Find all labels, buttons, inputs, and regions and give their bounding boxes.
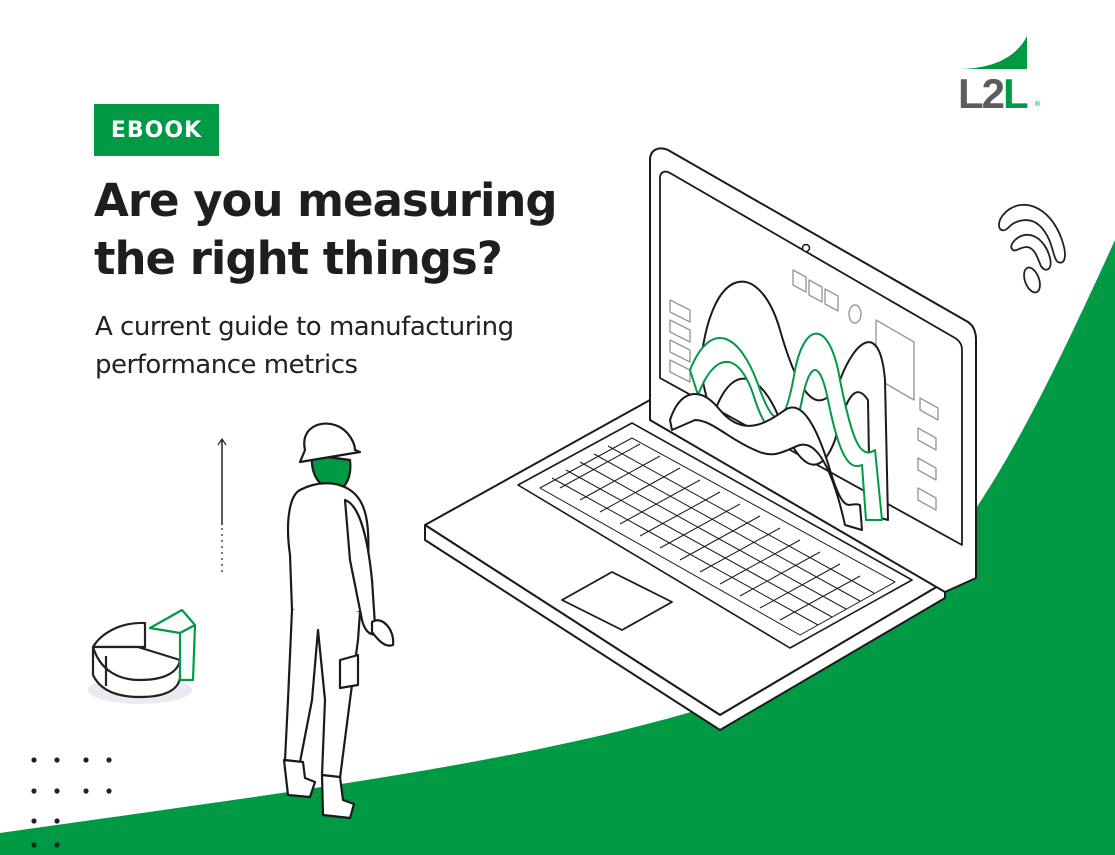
wave-chart-front — [669, 393, 863, 531]
title-line-2: the right things? — [94, 232, 503, 285]
keyboard — [517, 422, 913, 649]
laptop — [424, 399, 946, 731]
l2l-logo-swoosh-icon — [958, 36, 1027, 69]
registered-mark: ® — [1034, 100, 1041, 108]
worker-illustration — [282, 422, 395, 820]
title-line-1: Are you measuring — [94, 174, 558, 227]
wifi-icon — [998, 204, 1066, 294]
ebook-badge: EBOOK — [94, 104, 219, 156]
dot-grid — [31, 757, 112, 848]
l2l-logo: L2L — [958, 70, 1029, 117]
boot-left — [282, 758, 317, 799]
hand — [370, 619, 395, 647]
green-swoosh — [0, 240, 1115, 855]
subtitle-line-1: A current guide to manufacturing — [95, 312, 514, 342]
laptop-screen — [649, 147, 977, 593]
trackpad — [561, 571, 673, 631]
hard-hat — [298, 422, 362, 464]
worker-legs — [283, 608, 362, 780]
subtitle-line-2: performance metrics — [95, 350, 358, 380]
pie-chart-icon — [88, 608, 197, 704]
page-title: Are you measuring the right things? — [94, 172, 574, 288]
upward-arrow-icon — [217, 437, 227, 575]
keyboard-keys — [539, 437, 896, 636]
subtitle: A current guide to manufacturing perform… — [95, 308, 575, 384]
boot-right — [320, 773, 356, 820]
pocket — [338, 653, 360, 690]
